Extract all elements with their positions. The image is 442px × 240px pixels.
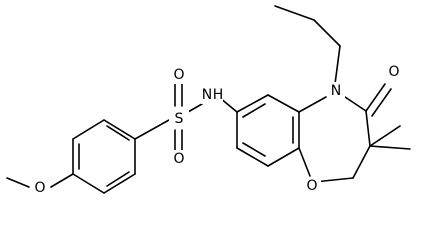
sulfonyl-oxygen-bottom-label: O [173,151,184,167]
bond-methyl-o [6,177,30,188]
bonds [6,5,411,194]
bond-fused-inner-1 [242,103,266,118]
sulfur-label: S [175,111,184,127]
bond-benzene-5 [103,173,136,194]
bond-seven-4 [352,145,371,179]
bond-benzene-3 [103,119,136,140]
bond-s-nh [187,103,203,113]
bond-seven-3 [365,110,371,147]
carbonyl-oxygen-label: O [388,64,399,80]
methoxy-oxygen-label: O [34,180,45,196]
chemical-structure: O S O O N H N O O [6,5,411,196]
bond-propyl-1 [334,45,341,85]
bond-propyl-2 [313,19,341,47]
amide-nitrogen-label: N [202,87,212,103]
ring-oxygen-label: O [306,178,317,194]
bond-seven-2 [344,96,367,112]
bond-benzene-2 [72,119,105,140]
bond-seven-6 [298,147,311,177]
bond-fused-5 [236,147,269,167]
sulfonyl-oxygen-top-label: O [173,67,184,83]
bond-methyl-1 [369,125,401,147]
ring-nitrogen-label: N [331,83,341,99]
bond-ring-s [134,119,170,140]
amide-hydrogen-label: H [213,87,224,103]
bond-fused-inner-3 [242,142,266,157]
bond-methyl-2 [369,145,411,150]
bond-fused-1 [236,94,269,113]
bond-carbonyl-a [365,83,386,112]
bond-benzene-inner-2 [106,125,130,141]
atom-labels: O S O O N H N O O [30,63,403,196]
bond-propyl-3 [274,5,315,21]
bond-benzene-6 [72,173,105,194]
bond-o-ring [50,173,74,188]
bond-carbonyl-b [371,88,392,117]
bond-seven-1 [298,96,327,113]
bond-fused-2 [267,94,300,113]
bond-fused-4 [267,147,300,167]
bond-benzene-inner-3 [106,171,130,187]
